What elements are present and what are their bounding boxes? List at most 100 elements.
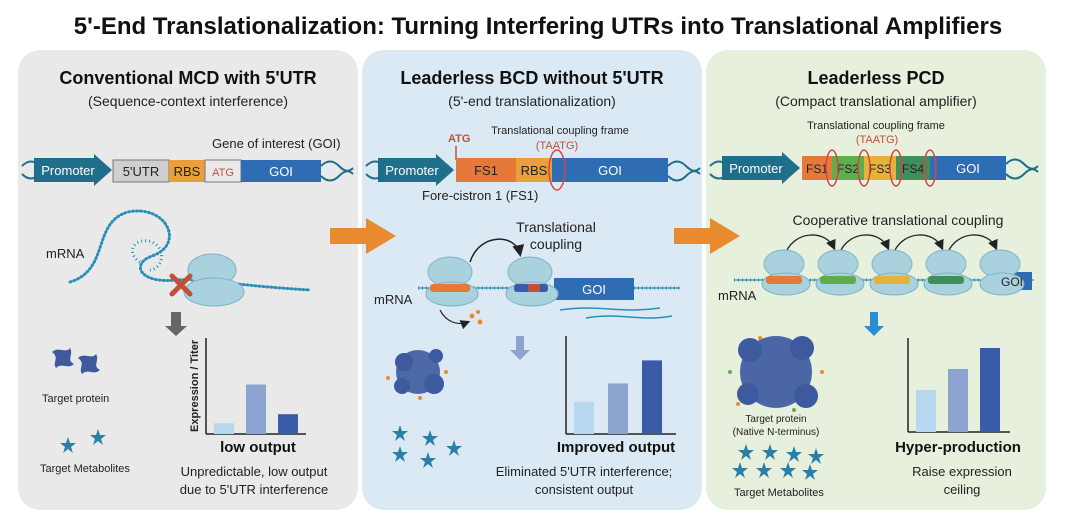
panel-3-bar-3 — [980, 348, 1000, 432]
panel-3-protein-label-1: Target protein — [745, 414, 806, 425]
panel-2-metabolite-stars — [392, 425, 462, 468]
panel-1-mrna-label: mRNA — [46, 246, 85, 261]
panel-2-mrna-label: mRNA — [374, 292, 413, 307]
panel-2-coupling-line-2: coupling — [530, 236, 582, 252]
panel-2-bar-1 — [574, 401, 594, 434]
goi-segment — [241, 160, 321, 182]
panel-2-bar-2 — [608, 383, 628, 434]
panel-3-bar-1 — [916, 390, 936, 432]
panel-2-subtitle: (5'-end translationalization) — [448, 93, 616, 109]
panel-2-note-line-2: consistent output — [535, 482, 634, 497]
fs1-segment — [456, 158, 516, 182]
panel-3-protein-label-2: (Native N-terminus) — [733, 427, 820, 438]
promoter-arrow — [378, 154, 454, 186]
main-title: 5'-End Translationalization: Turning Int… — [74, 13, 1002, 40]
panel-1-bar-1 — [214, 423, 234, 434]
stop-ellipse-3 — [889, 149, 903, 187]
panel-3-bar-chart — [907, 338, 1010, 433]
panel-1-output-label: low output — [220, 439, 296, 456]
panel-2-stop-codon: (TAATG) — [536, 140, 578, 152]
panel-2-coupling-frame-label: Translational coupling frame — [491, 125, 629, 137]
panel-3-construct: Promoter FS1 FS2 FS3 FS4 GOI — [709, 149, 1039, 187]
promoter-arrow — [34, 154, 112, 186]
panel-3-ribosome-1 — [761, 249, 811, 296]
transition-arrow-2 — [674, 218, 740, 254]
panel-3-title: Leaderless PCD — [807, 68, 944, 88]
panel-3-output-label: Hyper-production — [895, 439, 1021, 456]
stop-ellipse-1 — [825, 149, 839, 187]
panel-3-ribosome-5 — [979, 249, 1025, 296]
panel-3-note-line-1: Raise expression — [912, 464, 1012, 479]
panel-2-note-line-1: Eliminated 5'UTR interference; — [496, 464, 673, 479]
panel-2-atg-label: ATG — [448, 133, 470, 145]
panel-2-bar-3 — [642, 360, 662, 434]
panel-1-metabolite-label: Target Metabolites — [40, 463, 130, 475]
panel-3-metabolite-label: Target Metabolites — [734, 487, 824, 499]
promoter-label: Promoter — [385, 163, 439, 178]
panel-2-coupling-line-1: Translational — [516, 219, 596, 235]
rbs-segment — [169, 160, 205, 182]
panel-1-y-axis-label: Expression / Titer — [189, 339, 201, 432]
panel-3-metabolite-stars — [732, 444, 824, 480]
promoter-label: Promoter — [729, 161, 783, 176]
panel-3-down-arrow — [864, 312, 884, 336]
panel-3-note-line-2: ceiling — [944, 482, 981, 497]
panel-3-stop-codon: (TAATG) — [856, 134, 898, 146]
panel-1-bar-2 — [246, 384, 266, 434]
stop-ellipse-2 — [857, 149, 871, 187]
panel-1-protein-label: Target protein — [42, 393, 109, 405]
rbs-segment — [516, 158, 552, 182]
panel-3-ribosome-4 — [923, 249, 973, 296]
promoter-label: Promoter — [41, 163, 95, 178]
panel-3-protein-cluster — [728, 336, 824, 412]
panel-2-construct: Promoter FS1 RBS GOI — [365, 149, 701, 191]
goi-label: GOI — [956, 161, 980, 176]
panel-1-bar-chart: Expression / Titer — [189, 338, 306, 435]
goi-mrna-segment — [554, 278, 634, 300]
panel-2-protein-cluster — [386, 349, 448, 400]
stop-ellipse-4 — [923, 149, 937, 187]
panel-2-title: Leaderless BCD without 5'UTR — [400, 68, 663, 88]
panel-1-note-line-1: Unpredictable, low output — [181, 464, 328, 479]
panel-3-mrna-label: mRNA — [718, 288, 757, 303]
blocked-cross-icon — [169, 273, 193, 297]
panel-3-ribosome-2 — [815, 249, 865, 296]
goi-mrna-label: GOI — [582, 282, 606, 297]
panel-1-title: Conventional MCD with 5'UTR — [59, 68, 316, 88]
rbs-label: RBS — [521, 163, 548, 178]
panel-3-goi-mrna-label: GOI — [1001, 275, 1023, 289]
panel-2-ribosome-2 — [505, 256, 559, 307]
panel-1-down-arrow — [165, 312, 187, 336]
cooperative-arrows — [785, 234, 998, 253]
stop-codon-ellipse — [548, 149, 566, 191]
panel-1-note-line-2: due to 5'UTR interference — [180, 482, 328, 497]
blocked-ribosome — [183, 253, 245, 307]
panel-3-bar-2 — [948, 369, 968, 432]
panel-2-coupling-arrow — [469, 238, 525, 263]
panel-1-bar-3 — [278, 414, 298, 434]
panel-2-ribosome-1 — [425, 256, 479, 307]
panel-2-down-arrow — [510, 336, 530, 360]
panel-2-output-label: Improved output — [557, 439, 675, 456]
goi-segment — [552, 158, 668, 182]
fs3-label: FS3 — [869, 162, 891, 176]
panel-1-subtitle: (Sequence-context interference) — [88, 93, 288, 109]
goi-segment — [930, 156, 1006, 180]
panel-1-metabolite-stars — [60, 429, 106, 453]
fs1-label: FS1 — [474, 163, 498, 178]
panel-3-ribosome-3 — [869, 249, 919, 296]
utr-label: 5'UTR — [123, 164, 159, 179]
panel-2-bar-chart — [565, 336, 676, 435]
panel-3-coupling-frame-label: Translational coupling frame — [807, 120, 945, 132]
panel-1-construct: Promoter 5'UTR RBS ATG GOI — [21, 154, 354, 186]
peptide-dots — [469, 310, 483, 325]
panel-3-subtitle: (Compact translational amplifier) — [775, 93, 977, 109]
goi-label: GOI — [269, 164, 293, 179]
goi-label: GOI — [598, 163, 622, 178]
fs4-label: FS4 — [902, 162, 924, 176]
rbs-label: RBS — [174, 164, 201, 179]
cooperative-coupling-label: Cooperative translational coupling — [793, 212, 1004, 228]
transition-arrow-1 — [330, 218, 396, 254]
